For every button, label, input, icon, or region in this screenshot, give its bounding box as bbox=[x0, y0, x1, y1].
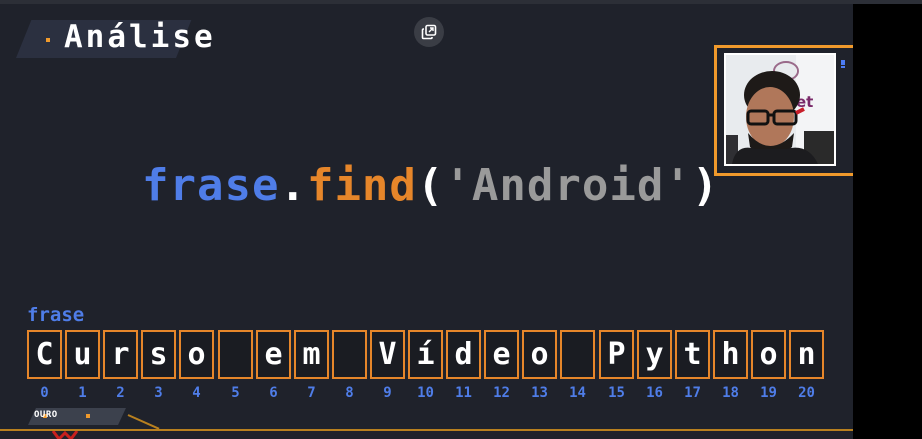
cell-char: e bbox=[492, 337, 511, 372]
string-cell: h bbox=[713, 330, 748, 379]
webcam-video: et bbox=[724, 53, 836, 166]
presenter-image: et bbox=[726, 55, 834, 164]
cell-char: t bbox=[683, 337, 702, 372]
cell-char: o bbox=[759, 337, 778, 372]
cell-index: 10 bbox=[417, 385, 434, 401]
svg-text:et: et bbox=[796, 93, 813, 111]
cell-index: 8 bbox=[345, 385, 354, 401]
string-cell: s bbox=[141, 330, 176, 379]
code-dot: . bbox=[279, 160, 307, 211]
cell-char: u bbox=[73, 337, 92, 372]
cell-char: n bbox=[797, 337, 816, 372]
string-cell: í bbox=[408, 330, 443, 379]
code-method: find bbox=[306, 160, 417, 211]
cell-index: 1 bbox=[78, 385, 87, 401]
string-cell: r bbox=[103, 330, 138, 379]
video-frame: Análise et frase.find('Android') bbox=[0, 0, 853, 439]
footer-line bbox=[0, 429, 853, 431]
cell-char: V bbox=[378, 337, 397, 372]
string-cell: y bbox=[637, 330, 672, 379]
medal-icon bbox=[51, 431, 79, 439]
cell-index: 12 bbox=[493, 385, 510, 401]
cell-char: P bbox=[607, 337, 626, 372]
string-cell: u bbox=[65, 330, 100, 379]
string-cell bbox=[332, 330, 367, 379]
page-title: Análise bbox=[64, 19, 216, 55]
cell-char: í bbox=[416, 337, 435, 372]
cell-index: 16 bbox=[646, 385, 663, 401]
rank-badge-label: OURO bbox=[34, 410, 58, 420]
popout-button[interactable] bbox=[414, 17, 444, 47]
string-cell: V bbox=[370, 330, 405, 379]
code-close-paren: ) bbox=[691, 160, 720, 211]
cell-index: 11 bbox=[455, 385, 472, 401]
cell-index: 2 bbox=[116, 385, 125, 401]
cell-char: o bbox=[530, 337, 549, 372]
cell-char: d bbox=[454, 337, 473, 372]
string-cell: C bbox=[27, 330, 62, 379]
variable-label: frase bbox=[27, 304, 85, 326]
code-open-paren: ( bbox=[416, 160, 445, 211]
cell-index: 7 bbox=[307, 385, 316, 401]
title-bullet bbox=[46, 38, 50, 42]
string-cell: t bbox=[675, 330, 710, 379]
cell-char: C bbox=[35, 337, 54, 372]
cell-char: e bbox=[264, 337, 283, 372]
cell-index: 19 bbox=[760, 385, 777, 401]
cell-char: y bbox=[645, 337, 664, 372]
string-cell bbox=[560, 330, 595, 379]
string-cell bbox=[218, 330, 253, 379]
cell-index: 15 bbox=[608, 385, 625, 401]
cell-index: 20 bbox=[798, 385, 815, 401]
code-expression: frase.find('Android') bbox=[142, 160, 719, 211]
string-cell: e bbox=[484, 330, 519, 379]
cell-index: 9 bbox=[383, 385, 392, 401]
indicator-dot bbox=[841, 66, 845, 68]
cell-char: o bbox=[187, 337, 206, 372]
code-argument: 'Android' bbox=[444, 160, 692, 211]
cell-index: 18 bbox=[722, 385, 739, 401]
string-cell: d bbox=[446, 330, 481, 379]
string-cell: o bbox=[751, 330, 786, 379]
cell-index: 6 bbox=[269, 385, 278, 401]
popout-icon bbox=[421, 24, 437, 40]
string-cell: n bbox=[789, 330, 824, 379]
string-cell: m bbox=[294, 330, 329, 379]
cell-char: s bbox=[149, 337, 168, 372]
cell-index: 14 bbox=[569, 385, 586, 401]
string-cell: e bbox=[256, 330, 291, 379]
cell-index: 3 bbox=[154, 385, 163, 401]
cell-index: 13 bbox=[531, 385, 548, 401]
string-cell: o bbox=[522, 330, 557, 379]
footer-line-step bbox=[127, 414, 160, 430]
side-panel bbox=[853, 4, 922, 439]
top-bar bbox=[0, 0, 922, 4]
cell-index: 4 bbox=[192, 385, 201, 401]
badge-bullet bbox=[43, 414, 47, 418]
code-variable: frase bbox=[142, 160, 280, 211]
cell-char: m bbox=[302, 337, 321, 372]
cell-index: 5 bbox=[231, 385, 240, 401]
badge-bullet bbox=[86, 414, 90, 418]
cell-index: 0 bbox=[40, 385, 49, 401]
indicator-dot bbox=[841, 60, 845, 65]
cell-index: 17 bbox=[684, 385, 701, 401]
cell-char: r bbox=[111, 337, 130, 372]
cell-char: h bbox=[721, 337, 740, 372]
string-cell: P bbox=[599, 330, 634, 379]
string-cell: o bbox=[179, 330, 214, 379]
